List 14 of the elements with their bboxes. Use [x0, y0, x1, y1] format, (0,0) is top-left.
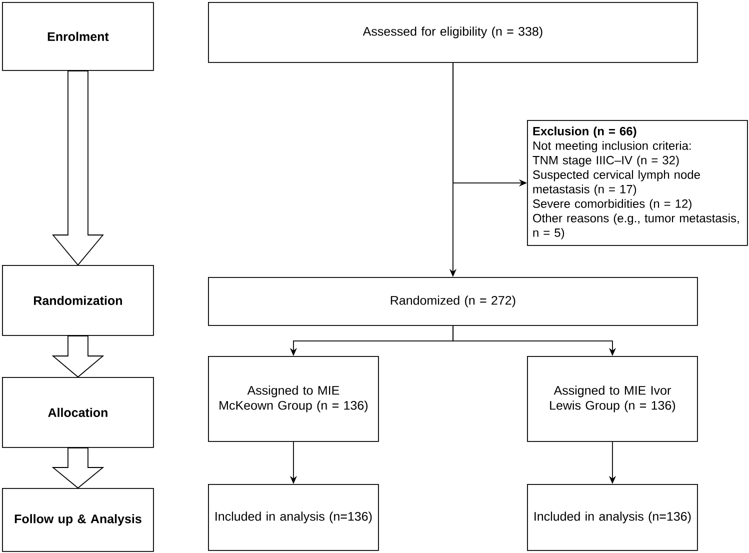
exclusion-box: Exclusion (n = 66) Not meeting inclusion criteria: TNM stage IIIC–IV (n = 32) Suspected cervical lymph node metastasis (n = 17) Severe comorbidities (n = 12) Other reasons (e.g., tumor metastasis, n = 5) — [527, 120, 748, 246]
block-arrow — [52, 447, 104, 489]
process-box: Assigned to MIE Ivor Lewis Group (n = 136) — [527, 356, 698, 442]
process-box: Assigned to MIE McKeown Group (n = 136) — [208, 356, 379, 442]
stage-box: Allocation — [2, 377, 154, 448]
stage-box: Randomization — [2, 265, 154, 336]
stage-box: Enrolment — [2, 2, 154, 71]
process-box: Randomized (n = 272) — [208, 277, 698, 326]
process-box: Included in analysis (n=136) — [208, 484, 379, 551]
process-box: Assessed for eligibility (n = 338) — [208, 2, 698, 63]
block-arrow — [52, 70, 104, 266]
stage-box: Follow up & Analysis — [2, 488, 154, 552]
process-box: Included in analysis (n=136) — [527, 484, 698, 551]
block-arrow — [52, 335, 104, 378]
